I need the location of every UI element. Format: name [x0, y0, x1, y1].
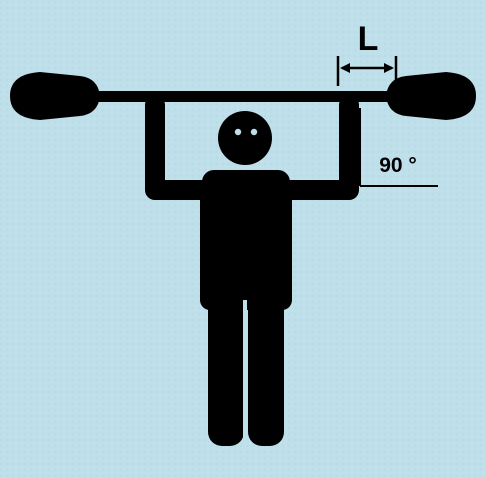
paddle-blade-left — [10, 72, 100, 120]
person-torso — [202, 170, 290, 310]
person-right-eye — [251, 129, 257, 135]
angle-label: 90 ° — [379, 154, 417, 177]
person-head — [218, 111, 272, 165]
paddle-blade-right — [386, 72, 476, 120]
paddle-shaft — [60, 91, 425, 102]
person-right-leg — [248, 290, 284, 446]
length-label: L — [358, 20, 379, 58]
person-left-leg — [208, 290, 244, 446]
person-left-eye — [235, 129, 241, 135]
